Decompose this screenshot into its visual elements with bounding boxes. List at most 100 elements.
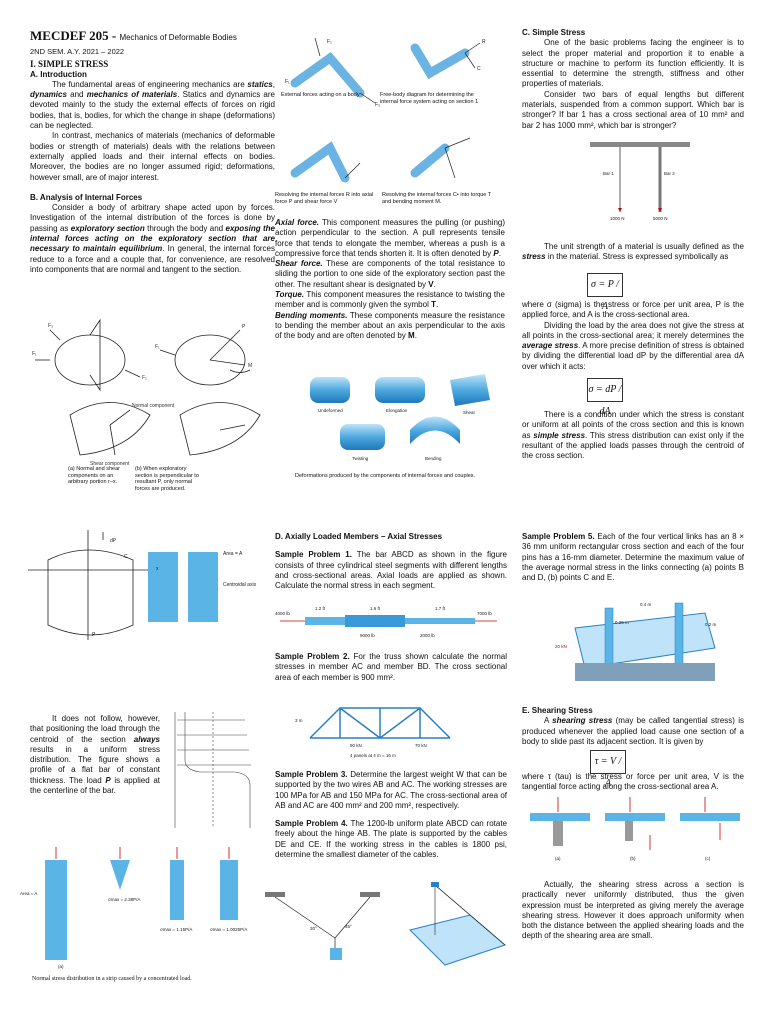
bar-load-3: 2000 lb bbox=[420, 633, 435, 638]
sp3-sp4-text: Sample Problem 3. Determine the largest … bbox=[275, 770, 507, 860]
axial-stress-text: D. Axially Loaded Members – Axial Stress… bbox=[275, 532, 507, 591]
stress-def-p: The unit strength of a material is usual… bbox=[522, 242, 744, 262]
intro-heading: A. Introduction bbox=[30, 69, 87, 79]
bar-length-1: 1.2 ft bbox=[315, 606, 326, 611]
analysis-caption-b: (b) When exploratory section is perpendi… bbox=[135, 466, 199, 492]
caption-resolve-R: Resolving the internal forces R into axi… bbox=[275, 192, 374, 205]
sample-problem-1: Sample Problem 1. The bar ABCD as shown … bbox=[275, 550, 508, 591]
shear-p1: A shearing stress (may be called tangent… bbox=[522, 716, 744, 746]
shear-p3: Actually, the shearing stress across a s… bbox=[522, 880, 744, 941]
bending-def: Bending moments. These components measur… bbox=[275, 310, 505, 341]
sp5-dim-2: 0.25 m bbox=[615, 620, 629, 625]
angle-45: 45° bbox=[345, 924, 352, 929]
analysis-caption-a: (a) Normal and shear components on an ar… bbox=[68, 466, 120, 485]
course-title: MECDEF 205 - Mechanics of Deformable Bod… bbox=[30, 28, 237, 43]
stress-where: where σ (sigma) is the stress or force p… bbox=[522, 300, 744, 320]
sp2-text: Sample Problem 2. For the truss shown ca… bbox=[275, 652, 507, 683]
links-figure: 0.4 m 0.25 m 0.2 m 20 kN bbox=[555, 602, 717, 681]
bar2-load: 5000 N bbox=[653, 216, 668, 221]
stress-distribution-figure: Area = A (a) σmax = 2.38P/A σmax = 1.15P… bbox=[20, 847, 247, 969]
semester: 2ND SEM. A.Y. 2021 – 2022 bbox=[30, 47, 125, 56]
shear-actual-text: Actually, the shearing stress across a s… bbox=[522, 880, 744, 942]
analysis-heading: B. Analysis of Internal Forces bbox=[30, 192, 143, 202]
sample-problem-5: Sample Problem 5. Each of the four verti… bbox=[522, 532, 744, 583]
truss-load-2: 70 kN bbox=[415, 743, 427, 748]
wires-figure: 30°45° bbox=[265, 892, 380, 960]
svg-text:R: R bbox=[482, 39, 486, 45]
shear-figures: (a)(b)(c) bbox=[530, 797, 740, 861]
bar-length-3: 1.7 ft bbox=[435, 606, 446, 611]
analysis-p1: Consider a body of arbitrary shape acted… bbox=[30, 203, 276, 274]
smax-b: σmax = 2.38P/A bbox=[108, 897, 140, 902]
svg-text:x: x bbox=[156, 566, 159, 572]
axial-heading: D. Axially Loaded Members – Axial Stress… bbox=[275, 532, 443, 541]
deform-label-shear: Shear bbox=[463, 410, 476, 415]
shear-where: where τ (tau) is the stress or force per… bbox=[522, 772, 744, 793]
deformation-figures: Undeformed Elongation Shear Twisting Ben… bbox=[310, 374, 490, 461]
svg-text:F₂: F₂ bbox=[142, 375, 147, 381]
svg-text:C: C bbox=[124, 554, 128, 560]
bar1-label: Bar 1 bbox=[603, 171, 614, 176]
stress-def-text-2: where σ (sigma) is the stress or force p… bbox=[522, 300, 744, 372]
deform-label-twisting: Twisting bbox=[352, 456, 369, 461]
sample-problem-3: Sample Problem 3. Determine the largest … bbox=[275, 770, 507, 810]
shear-component-label: Shear component bbox=[90, 461, 130, 467]
deform-label-bending: Bending bbox=[425, 456, 442, 461]
deform-label-undeformed: Undeformed bbox=[318, 408, 343, 413]
svg-text:(b): (b) bbox=[630, 856, 636, 861]
sp5-dim-1: 0.4 m bbox=[640, 602, 652, 607]
bar-length-2: 1.6 ft bbox=[370, 606, 381, 611]
svg-text:dP: dP bbox=[110, 538, 117, 544]
deform-label-elongation: Elongation bbox=[386, 408, 408, 413]
svg-text:P: P bbox=[92, 632, 96, 638]
two-bars-figure: Bar 1 Bar 2 1000 N 5000 N bbox=[590, 142, 690, 221]
caption-free-body: Free-body diagram for determining the in… bbox=[380, 92, 479, 105]
svg-text:F₁: F₁ bbox=[32, 351, 37, 357]
section-title: I. SIMPLE STRESS bbox=[30, 59, 109, 70]
svg-text:(a): (a) bbox=[58, 964, 64, 969]
plate-figure bbox=[409, 882, 506, 966]
shear-force-def: Shear force. These are components of the… bbox=[275, 259, 506, 289]
truss-dim: 4 panels at 4 m = 16 m bbox=[350, 753, 396, 758]
equation-sigma-PA: σ = P / A bbox=[587, 273, 623, 312]
bar-load-1: 4000 lb bbox=[275, 611, 290, 616]
svg-text:(c): (c) bbox=[705, 856, 711, 861]
intro-p2: In contrast, mechanics of materials (mec… bbox=[30, 131, 275, 182]
bar1-load: 1000 N bbox=[610, 216, 625, 221]
equation-tau-VA: τ = V / A bbox=[590, 750, 626, 789]
torque-def: Torque. This component measures the resi… bbox=[275, 290, 505, 310]
sp5-dim-3: 0.2 m bbox=[705, 622, 717, 627]
truss-height: 3 m bbox=[295, 718, 303, 723]
sample-problem-4: Sample Problem 4. The 1200-lb uniform pl… bbox=[275, 819, 507, 860]
sample-problem-2: Sample Problem 2. For the truss shown ca… bbox=[275, 652, 507, 682]
shear-heading: E. Shearing Stress bbox=[522, 706, 593, 715]
normal-component-label: Normal component bbox=[132, 403, 175, 409]
deformation-caption: Deformations produced by the components … bbox=[295, 473, 476, 479]
svg-text:F₃: F₃ bbox=[375, 102, 380, 108]
simple-heading: C. Simple Stress bbox=[522, 28, 586, 37]
bar-abcd-figure: 4000 lb 9000 lb 2000 lb 7000 lb 1.2 ft 1… bbox=[275, 606, 497, 638]
stress-distribution-caption: Normal stress distribution in a strip ca… bbox=[32, 976, 192, 982]
truss-load-1: 90 kN bbox=[350, 743, 362, 748]
stress-def-text: The unit strength of a material is usual… bbox=[522, 242, 744, 263]
caption-external-forces: External forces acting on a body bbox=[281, 92, 360, 98]
svg-text:F₃: F₃ bbox=[48, 323, 53, 329]
svg-text:F₁: F₁ bbox=[285, 79, 290, 85]
equation-sigma-dPdA: σ = dP / dA bbox=[587, 378, 623, 417]
simple-p2: Consider two bars of equal lengths but d… bbox=[522, 89, 744, 130]
caption-resolve-C: Resolving the internal forces C• into to… bbox=[382, 192, 492, 205]
shear-p2: where τ (tau) is the stress or force per… bbox=[522, 772, 744, 792]
truss-figure: 90 kN 70 kN 4 panels at 4 m = 16 m 3 m bbox=[295, 707, 451, 758]
bar2-label: Bar 2 bbox=[664, 171, 675, 176]
area-label: Area = A bbox=[223, 551, 243, 557]
centroid-text: It does not follow, however, that positi… bbox=[30, 714, 160, 796]
simple-stress-p: There is a condition under which the str… bbox=[522, 410, 744, 461]
centroidal-axis-label: Centroidal axis bbox=[223, 582, 257, 588]
svg-text:F₂: F₂ bbox=[327, 39, 332, 45]
svg-text:Area = A: Area = A bbox=[20, 891, 37, 896]
centroid-diagram: dP CxP Area = A Centroidal axis bbox=[28, 530, 257, 640]
bar-load-4: 7000 lb bbox=[477, 611, 492, 616]
sp5-load: 20 kN bbox=[555, 644, 567, 649]
sp5-text: Sample Problem 5. Each of the four verti… bbox=[522, 532, 744, 583]
